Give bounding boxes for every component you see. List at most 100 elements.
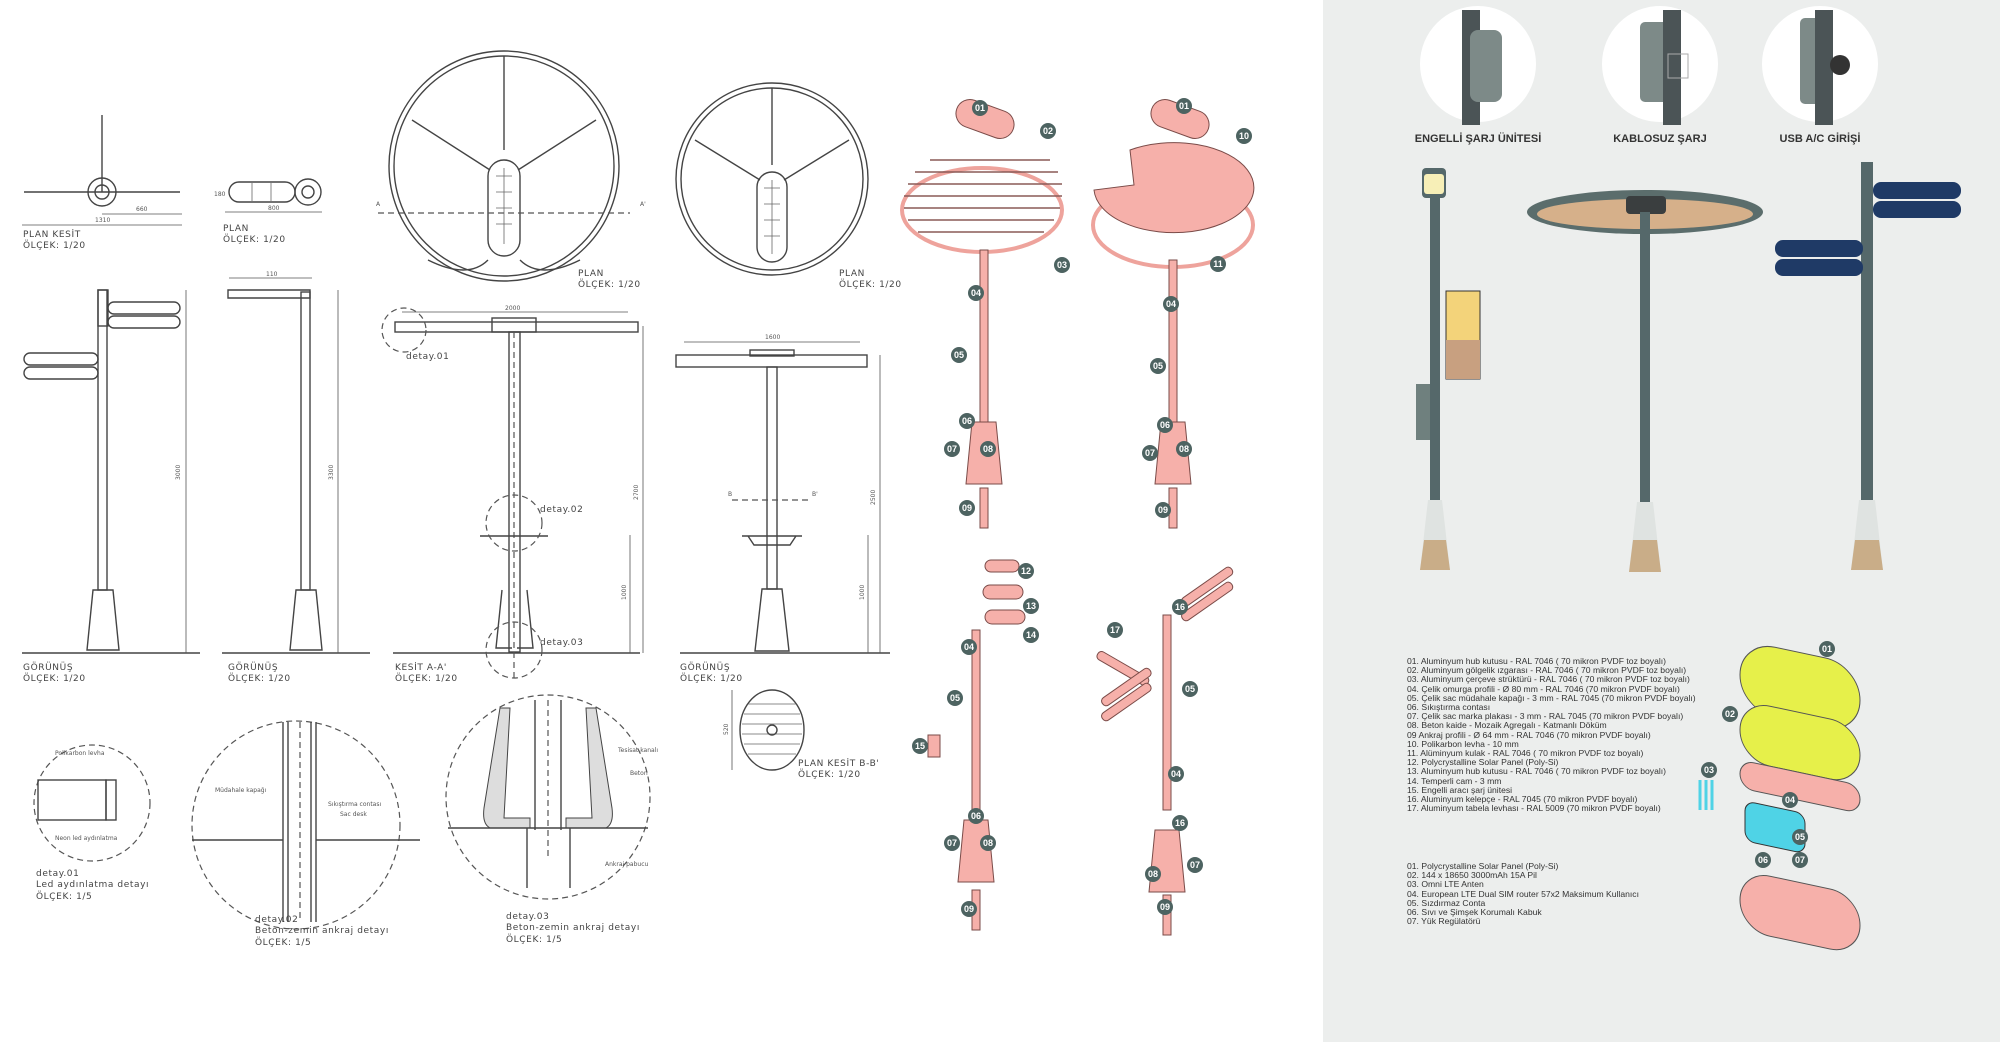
badge-number: 09 <box>964 904 974 914</box>
callout-badge: 04 <box>961 639 977 655</box>
dimension: 110 <box>266 271 278 278</box>
drawing-scale: ÖLÇEK: 1/20 <box>839 279 902 290</box>
badge-number: 03 <box>1057 260 1067 270</box>
badge-circle <box>912 738 928 754</box>
badge-number: 07 <box>1145 448 1155 458</box>
plan-small-drawing: 800 180 PLAN ÖLÇEK: 1/20 <box>214 178 322 245</box>
callout-badge: 17 <box>1107 622 1123 638</box>
badge-circle <box>1145 866 1161 882</box>
badge-number: 05 <box>954 350 964 360</box>
dimension: 2700 <box>633 485 640 500</box>
badge-circle <box>1210 256 1226 272</box>
legend-item: 08. Beton kaide - Mozaik Agregalı - Katm… <box>1407 720 1607 731</box>
badge-circle <box>1819 641 1835 657</box>
badge-number: 04 <box>1171 769 1181 779</box>
callout-badge: 06 <box>1755 852 1771 868</box>
badge-circle <box>968 285 984 301</box>
detail-subtitle: Beton-zemin ankraj detayı <box>255 926 389 936</box>
badge-circle <box>1157 899 1173 915</box>
detail-note: Tesisat kanalı <box>617 747 658 754</box>
drawing-scale: ÖLÇEK: 1/20 <box>680 673 743 684</box>
legend-item: 05. Çelik sac müdahale kapağı - 3 mm - R… <box>1407 692 1696 703</box>
legend-item: 04. European LTE Dual SIM router 57x2 Ma… <box>1407 888 1639 899</box>
badge-circle <box>1107 622 1123 638</box>
badge-circle <box>1163 296 1179 312</box>
badge-number: 01 <box>1822 644 1832 654</box>
dimension: 800 <box>268 205 280 212</box>
callout-badge: 04 <box>968 285 984 301</box>
callout-badge: 07 <box>1792 852 1808 868</box>
badge-number: 01 <box>1179 101 1189 111</box>
badge-number: 02 <box>1043 126 1053 136</box>
badge-number: 02 <box>1725 709 1735 719</box>
badge-number: 13 <box>1026 601 1036 611</box>
badge-number: 10 <box>1239 131 1249 141</box>
badge-number: 16 <box>1175 818 1185 828</box>
badge-number: 05 <box>1185 684 1195 694</box>
feature-label: ENGELLİ ŞARJ ÜNİTESİ <box>1415 132 1542 145</box>
badge-number: 04 <box>1166 299 1176 309</box>
badge-number: 05 <box>1153 361 1163 371</box>
legend-item: 06. Sıvı ve Şimşek Korumalı Kabuk <box>1407 907 1542 918</box>
plan-medium-drawing: PLAN ÖLÇEK: 1/20 <box>675 82 902 290</box>
legend-item: 12. Polycrystalline Solar Panel (Poly-Si… <box>1407 757 1559 768</box>
drawing-scale: ÖLÇEK: 1/20 <box>23 673 86 684</box>
callout-badge: 08 <box>980 835 996 851</box>
badge-number: 12 <box>1021 566 1031 576</box>
legend-item: 05. Sızdırmaz Conta <box>1407 897 1486 908</box>
dimension: 1600 <box>765 334 780 341</box>
detail-callout: detay.03 <box>540 638 583 648</box>
badge-circle <box>968 808 984 824</box>
dimension: 180 <box>214 191 226 198</box>
callout-badge: 06 <box>959 413 975 429</box>
badge-circle <box>959 500 975 516</box>
badge-number: 17 <box>1110 625 1120 635</box>
legend-item: 03. Aluminyum çerçeve strüktürü - RAL 70… <box>1407 674 1690 685</box>
badge-number: 15 <box>915 741 925 751</box>
badge-number: 04 <box>971 288 981 298</box>
callout-badge: 04 <box>1163 296 1179 312</box>
callout-badge: 01 <box>972 100 988 116</box>
drawing-title: PLAN KESİT B-B' <box>798 758 879 769</box>
callout-badge: 02 <box>1722 706 1738 722</box>
badge-circle <box>944 835 960 851</box>
detail-note: Sıkıştırma contası <box>328 801 381 808</box>
legend-item: 13. Aluminyum hub kutusu - RAL 7046 ( 70… <box>1407 766 1667 777</box>
legend-item: 09 Ankraj profili - Ø 64 mm - RAL 7046 (… <box>1407 729 1651 740</box>
detail-scale: ÖLÇEK: 1/5 <box>36 891 92 902</box>
badge-circle <box>1722 706 1738 722</box>
badge-circle <box>1236 128 1252 144</box>
badge-number: 08 <box>1148 869 1158 879</box>
drawing-scale: ÖLÇEK: 1/20 <box>798 769 861 780</box>
badge-circle <box>1187 857 1203 873</box>
badge-circle <box>1054 257 1070 273</box>
badge-circle <box>1018 563 1034 579</box>
legend-item: 01. Aluminyum hub kutusu - RAL 7046 ( 70… <box>1407 656 1667 666</box>
callout-badge: 16 <box>1172 815 1188 831</box>
drawing-title: GÖRÜNÜŞ <box>680 662 730 673</box>
badge-number: 09 <box>1158 505 1168 515</box>
callout-badge: 03 <box>1701 762 1717 778</box>
callout-badge: 12 <box>1018 563 1034 579</box>
section-mark: B <box>728 491 732 498</box>
drawing-title: PLAN KESİT <box>23 229 81 240</box>
section-mark: B' <box>812 491 818 498</box>
badge-number: 06 <box>971 811 981 821</box>
drawing-scale: ÖLÇEK: 1/20 <box>223 234 286 245</box>
callout-badge: 06 <box>1157 417 1173 433</box>
exploded-hub <box>1698 645 1861 951</box>
plan-large-drawing: A A' PLAN ÖLÇEK: 1/20 <box>376 50 646 290</box>
drawing-scale: ÖLÇEK: 1/20 <box>578 279 641 290</box>
dimension: 1310 <box>95 217 110 224</box>
badge-circle <box>1150 358 1166 374</box>
detail-callout: detay.01 <box>406 352 449 362</box>
drawing-title: PLAN <box>223 224 249 234</box>
callout-badge: 09 <box>1157 899 1173 915</box>
callout-badge: 09 <box>961 901 977 917</box>
render-signpost <box>1775 162 1961 570</box>
exploded-view-grille <box>900 99 1064 529</box>
callout-badge: 08 <box>980 441 996 457</box>
feature-wireless-charging: KABLOSUZ ŞARJ <box>1602 6 1718 145</box>
callout-badge: 13 <box>1023 598 1039 614</box>
badge-number: 07 <box>947 444 957 454</box>
